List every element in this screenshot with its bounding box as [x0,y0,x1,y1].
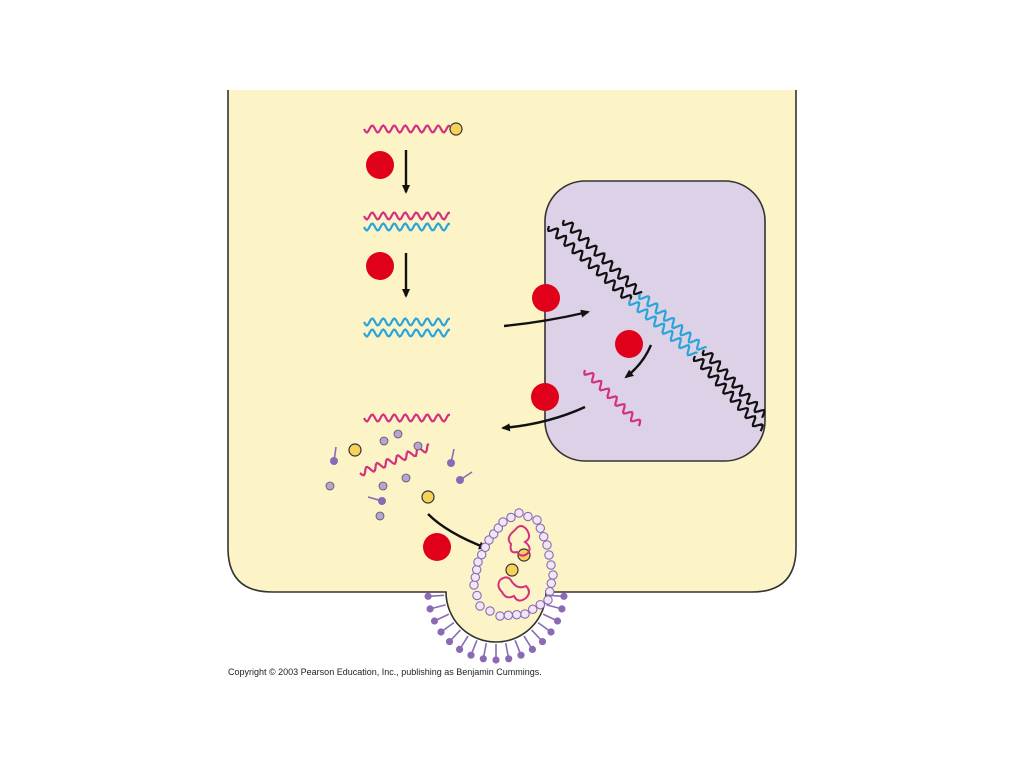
spike-head [558,605,566,613]
envelope-lipid [514,508,524,518]
copyright-notice: Copyright © 2003 Pearson Education, Inc.… [228,667,542,677]
enzyme-reverse-transcriptase-2 [366,252,394,280]
spike-head [424,592,432,600]
viral-proteins [325,429,473,521]
spike-head [560,592,568,600]
envelope-lipid [475,601,485,611]
envelope-lipid [532,515,542,525]
envelope-lipid [485,606,495,616]
dna-proviral-insert-strand2 [637,293,707,351]
envelope-lipid [543,595,553,605]
capsid-protein-virion-2 [505,563,519,577]
enzyme-integrase [532,284,560,312]
arrow-assembly [427,513,488,550]
envelope-lipid [538,531,549,542]
spike-head [445,638,454,646]
envelope-lipid [535,599,546,610]
protein-subunit [378,481,388,491]
enzyme-assembly [423,533,451,561]
spike-head [517,651,525,659]
envelope-lipid [520,609,530,619]
envelope-lipid [472,590,482,601]
enzymes [366,151,643,561]
envelope-lipid [470,572,481,583]
arrow-transcription [624,344,653,379]
spike-head [538,638,547,646]
rna-dna-hybrid-dna [363,222,450,232]
spike-head [426,605,434,613]
new-viral-rna-nucleus [583,369,642,427]
spike-head [437,628,445,636]
protein-subunit [401,473,411,483]
envelope-lipid [506,512,516,523]
envelope-lipid [473,557,483,567]
glycoprotein [378,497,386,505]
envelope-lipid [523,511,533,522]
viral-rna-genome [363,124,450,134]
nucleic-acid-strands [359,124,642,477]
viral-dna-strand-1 [363,317,450,327]
protein-subunit [379,436,389,446]
budding-virion [424,508,568,664]
host-dna [546,219,766,432]
dna-host-right [692,355,765,432]
envelope-lipid [544,550,554,560]
glycoprotein [447,459,455,467]
envelope-lipid [548,570,558,580]
envelope-lipid [546,578,557,589]
envelope-lipid [471,564,482,575]
enzyme-polymerase [615,330,643,358]
dna-proviral-insert [628,299,698,357]
spike-head [479,655,487,663]
process-arrows [402,150,653,550]
envelope-lipid [469,580,479,590]
capsid-proteins [348,122,531,577]
protein-subunit [325,481,335,491]
viral-dna-strand-2 [363,328,450,338]
envelope-lipid [535,523,546,534]
viral-mrna [363,413,450,423]
glycoprotein [456,476,464,484]
envelope-lipid [495,611,505,621]
spike-head [430,617,439,625]
arrow-integration [503,309,590,328]
rna-dna-hybrid-rna [363,211,450,221]
enzyme-export [531,383,559,411]
protein-subunit [393,429,403,439]
envelope-lipid [511,609,522,620]
dna-host-left [546,225,633,300]
envelope-lipid [546,560,556,570]
glycoprotein [330,457,338,465]
dna-host-right-strand2 [701,349,766,419]
spike-head [456,645,464,654]
arrow-export [501,405,586,432]
spike-head [467,651,475,659]
spike-head [492,656,500,664]
spike-head [505,655,513,663]
spike-head [528,645,537,654]
protein-subunit [375,511,385,521]
spike-head [547,628,555,636]
envelope-lipid [498,517,508,527]
capsid-protein-on-rna [449,122,463,136]
spike-head [553,617,562,625]
enzyme-reverse-transcriptase-1 [366,151,394,179]
envelope-lipid [480,542,491,553]
envelope-lipid [527,604,538,615]
packaged-rna-2 [497,576,530,602]
envelope-lipid [542,540,552,550]
envelope-lipid [476,549,487,560]
protein-subunit [413,441,423,451]
dna-host-left-strand2 [561,219,643,296]
envelope-lipid [503,610,514,621]
capsid-protein-free-1 [348,443,362,457]
capsid-protein-free-2 [421,490,435,504]
packaged-rna-1 [507,525,531,557]
